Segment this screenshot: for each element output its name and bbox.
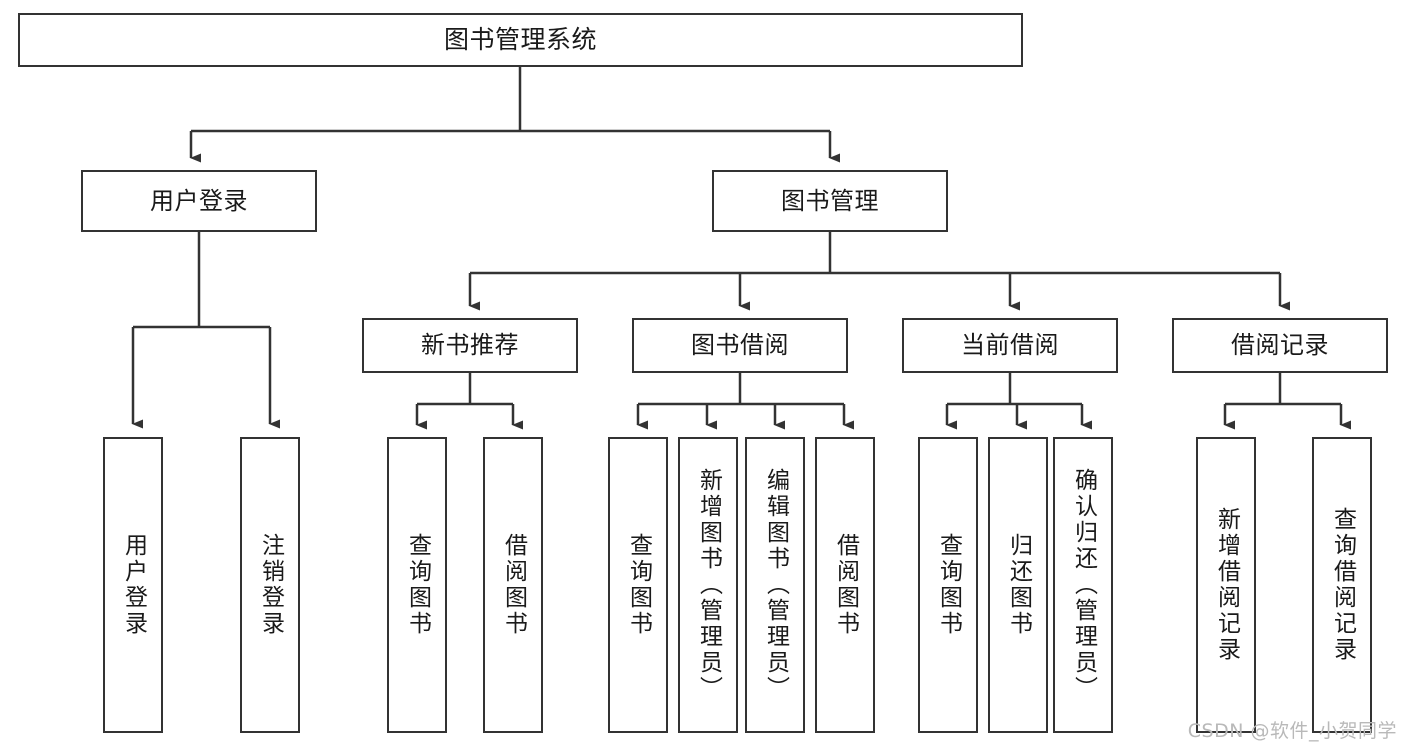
node-root-system[interactable]: 图书管理系统: [18, 13, 1023, 67]
node-label: 借阅图书: [832, 533, 859, 637]
node-borrow-record[interactable]: 借阅记录: [1172, 318, 1388, 373]
node-leaf-query-book[interactable]: 查询图书: [608, 437, 668, 733]
node-label: 图书借阅: [691, 331, 789, 360]
node-leaf-add-book-admin[interactable]: 新增图书（管理员）: [678, 437, 738, 733]
node-label: 新书推荐: [421, 331, 519, 360]
node-label: 图书管理系统: [443, 25, 597, 55]
node-leaf-edit-book-admin[interactable]: 编辑图书（管理员）: [745, 437, 805, 733]
node-label: 当前借阅: [961, 331, 1059, 360]
node-leaf-user-login[interactable]: 用户登录: [103, 437, 163, 733]
node-label: 确认归还（管理员）: [1070, 468, 1097, 702]
node-leaf-logout[interactable]: 注销登录: [240, 437, 300, 733]
node-label: 借阅记录: [1231, 331, 1329, 360]
node-label: 查询图书: [625, 533, 652, 637]
node-label: 新增借阅记录: [1213, 507, 1240, 663]
node-leaf-borrow-book-recommend[interactable]: 借阅图书: [483, 437, 543, 733]
node-leaf-query-book-recommend[interactable]: 查询图书: [387, 437, 447, 733]
node-leaf-return-book[interactable]: 归还图书: [988, 437, 1048, 733]
node-new-book-recommend[interactable]: 新书推荐: [362, 318, 578, 373]
node-label: 用户登录: [150, 186, 248, 215]
node-label: 查询图书: [404, 533, 431, 637]
node-leaf-query-book-current[interactable]: 查询图书: [918, 437, 978, 733]
node-current-borrow[interactable]: 当前借阅: [902, 318, 1118, 373]
node-book-borrow[interactable]: 图书借阅: [632, 318, 848, 373]
node-label: 借阅图书: [500, 533, 527, 637]
node-leaf-query-borrow-record[interactable]: 查询借阅记录: [1312, 437, 1372, 733]
node-leaf-confirm-return-admin[interactable]: 确认归还（管理员）: [1053, 437, 1113, 733]
node-label: 图书管理: [781, 186, 879, 215]
node-label: 新增图书（管理员）: [695, 468, 722, 702]
node-label: 归还图书: [1005, 533, 1032, 637]
node-label: 查询借阅记录: [1329, 507, 1356, 663]
node-label: 用户登录: [120, 533, 147, 637]
node-leaf-add-borrow-record[interactable]: 新增借阅记录: [1196, 437, 1256, 733]
node-user-login[interactable]: 用户登录: [81, 170, 317, 232]
node-leaf-borrow-book[interactable]: 借阅图书: [815, 437, 875, 733]
node-label: 编辑图书（管理员）: [762, 468, 789, 702]
node-label: 注销登录: [257, 533, 284, 637]
node-label: 查询图书: [935, 533, 962, 637]
node-book-management[interactable]: 图书管理: [712, 170, 948, 232]
